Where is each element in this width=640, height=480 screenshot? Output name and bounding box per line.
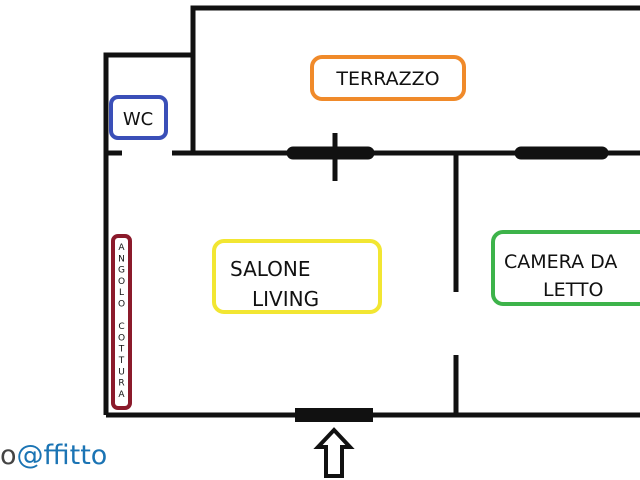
angolo-cottura-letter: L [119,288,124,298]
outer-left-wall [103,52,193,415]
angolo-cottura-letter: T [118,345,125,355]
watermark-prefix: o [0,440,17,471]
terrace-wall [190,5,640,153]
up-arrow-icon [313,427,355,478]
angolo-cottura-letter: A [118,243,125,253]
camera-box [491,230,640,306]
angolo-cottura-letter: O [118,277,125,287]
angolo-cottura-letter: G [118,266,125,276]
letto-label: LETTO [543,279,603,301]
camera-label: CAMERA DA [504,251,617,273]
angolo-cottura-letter: A [118,390,125,400]
angolo-cottura-letter: O [118,333,125,343]
salone-label: SALONE [230,257,311,281]
wc-label: WC [123,109,153,130]
angolo-cottura-letter: O [118,300,125,310]
terrazzo-label: TERRAZZO [335,68,439,90]
entrance-door [295,408,373,422]
angolo-cottura-letter: T [118,356,125,366]
terrazzo-box [310,55,466,101]
salone-box [212,239,382,314]
living-label: LIVING [252,287,319,311]
angolo-cottura-letter: R [118,379,124,389]
wc-box [109,95,168,140]
watermark-brand: @ffitto [16,440,108,471]
watermark-logo: o@ffitto [0,440,107,471]
angolo-cottura-box [111,234,132,410]
angolo-cottura-letter: N [118,254,125,264]
angolo-cottura-letter: U [118,367,125,377]
angolo-cottura-letter: C [118,322,124,332]
